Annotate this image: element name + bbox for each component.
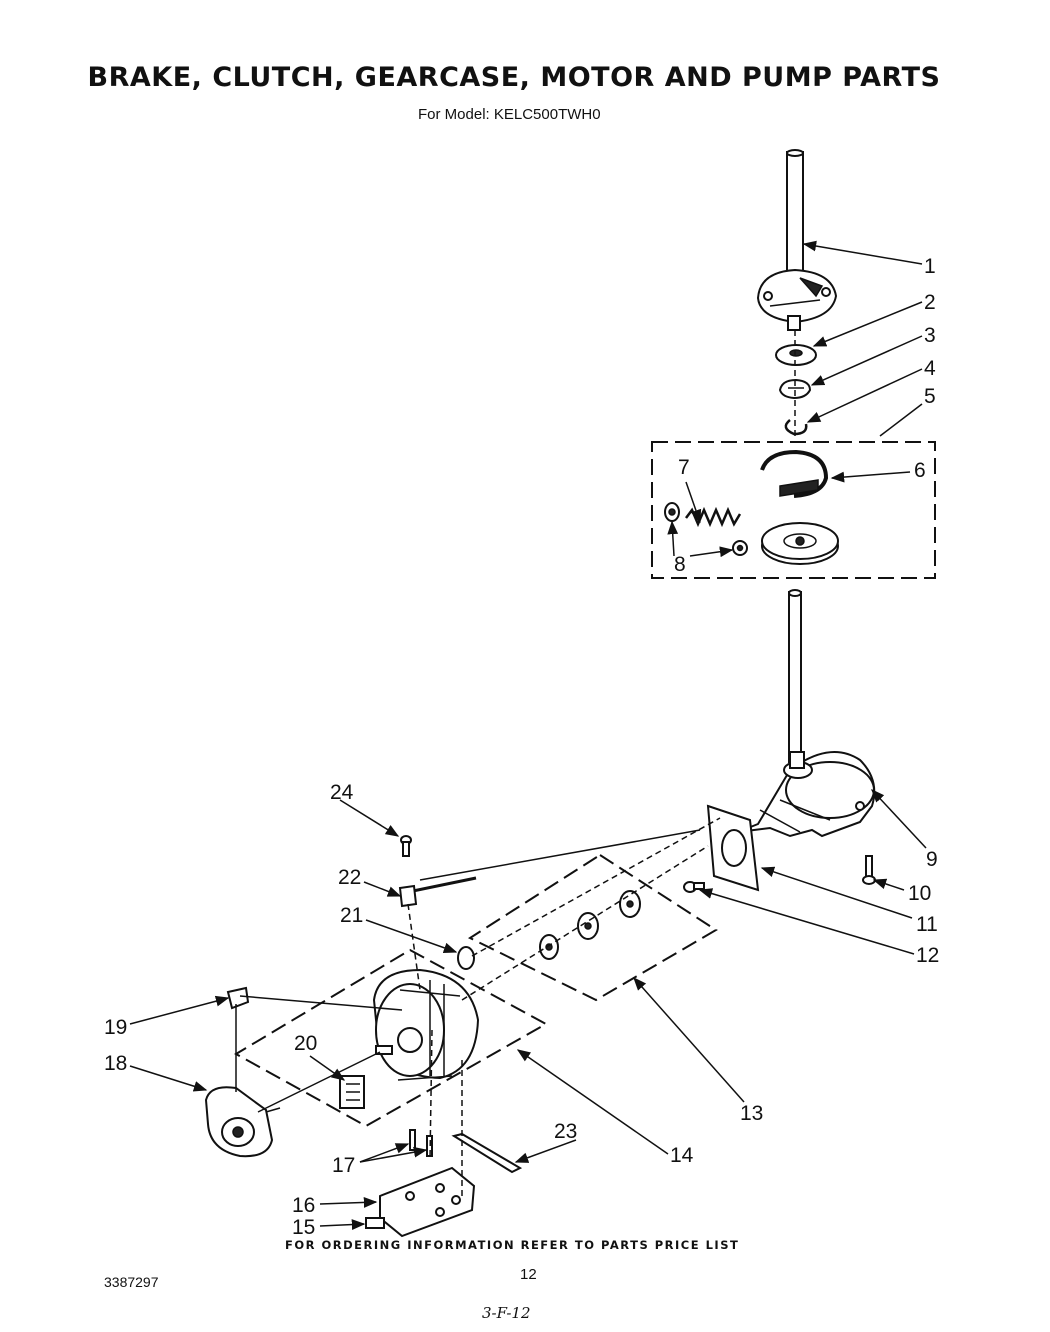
- callout-7: 7: [678, 456, 690, 479]
- nut-part: [664, 502, 748, 556]
- coupling-group-box: [467, 853, 718, 1002]
- motor-group-box: [233, 948, 549, 1128]
- pump-clip-part: [226, 986, 250, 1092]
- handwritten-note: 3-F-12: [482, 1304, 531, 1322]
- callout-6: 6: [914, 459, 926, 482]
- callout-2: 2: [924, 291, 936, 314]
- callout-12: 12: [916, 944, 939, 967]
- callout-23: 23: [554, 1120, 577, 1143]
- clip-part: [778, 378, 812, 400]
- callout-13: 13: [740, 1102, 763, 1125]
- callout-10: 10: [908, 882, 931, 905]
- page-number: 12: [520, 1266, 537, 1283]
- pump-part: [204, 1086, 281, 1158]
- motor-pulley-part: [457, 946, 475, 970]
- callout-18: 18: [104, 1052, 127, 1075]
- leader-lines: [129, 240, 927, 1230]
- pivot-rod-part: [398, 876, 477, 908]
- callout-3: 3: [924, 324, 936, 347]
- callout-11: 11: [916, 913, 938, 936]
- callout-labels: 1 2 3 4 5 6 7 8 9 10 11 12 13 14 15 16 1…: [104, 255, 939, 1239]
- spring-part: [685, 506, 742, 528]
- document-number: 3387297: [104, 1274, 159, 1290]
- screw-24-part: [400, 835, 412, 857]
- shield-part: [451, 1132, 523, 1174]
- switch-part: [339, 1075, 365, 1109]
- motor-bracket-part: [379, 1166, 476, 1238]
- callout-5: 5: [924, 385, 936, 408]
- screws-part: [409, 1129, 433, 1157]
- callout-8: 8: [674, 553, 686, 576]
- callout-19: 19: [104, 1016, 127, 1039]
- clutch-assembly-group-box: [651, 441, 936, 579]
- assembly-lines: [239, 330, 796, 1196]
- callout-1: 1: [924, 255, 936, 278]
- page-title: BRAKE, CLUTCH, GEARCASE, MOTOR AND PUMP …: [87, 62, 941, 93]
- callout-16: 16: [292, 1194, 315, 1217]
- callout-4: 4: [924, 357, 936, 380]
- mounting-plate-part: [706, 804, 760, 892]
- callout-22: 22: [338, 866, 361, 889]
- gearcase-part: [737, 751, 876, 838]
- callout-24: 24: [330, 781, 354, 804]
- ordering-note: FOR ORDERING INFORMATION REFER TO PARTS …: [285, 1238, 740, 1252]
- agitator-shaft-part: [788, 589, 802, 763]
- retaining-ring-part: [784, 419, 808, 436]
- motor-part: [372, 968, 480, 1081]
- coupling-part: [539, 890, 641, 960]
- brake-band-part: [760, 449, 829, 498]
- callout-17: 17: [332, 1154, 355, 1177]
- bolt-part: [862, 855, 876, 885]
- model-subtitle: For Model: KELC500TWH0: [418, 106, 601, 123]
- callout-21: 21: [340, 904, 363, 927]
- callout-14: 14: [670, 1144, 694, 1167]
- callout-20: 20: [294, 1032, 317, 1055]
- nut-15-part: [365, 1217, 385, 1229]
- callout-15: 15: [292, 1216, 315, 1239]
- clutch-pulley-part: [761, 522, 839, 565]
- callout-9: 9: [926, 848, 938, 871]
- washer-part: [775, 344, 817, 366]
- brake-assembly-part: [756, 149, 838, 331]
